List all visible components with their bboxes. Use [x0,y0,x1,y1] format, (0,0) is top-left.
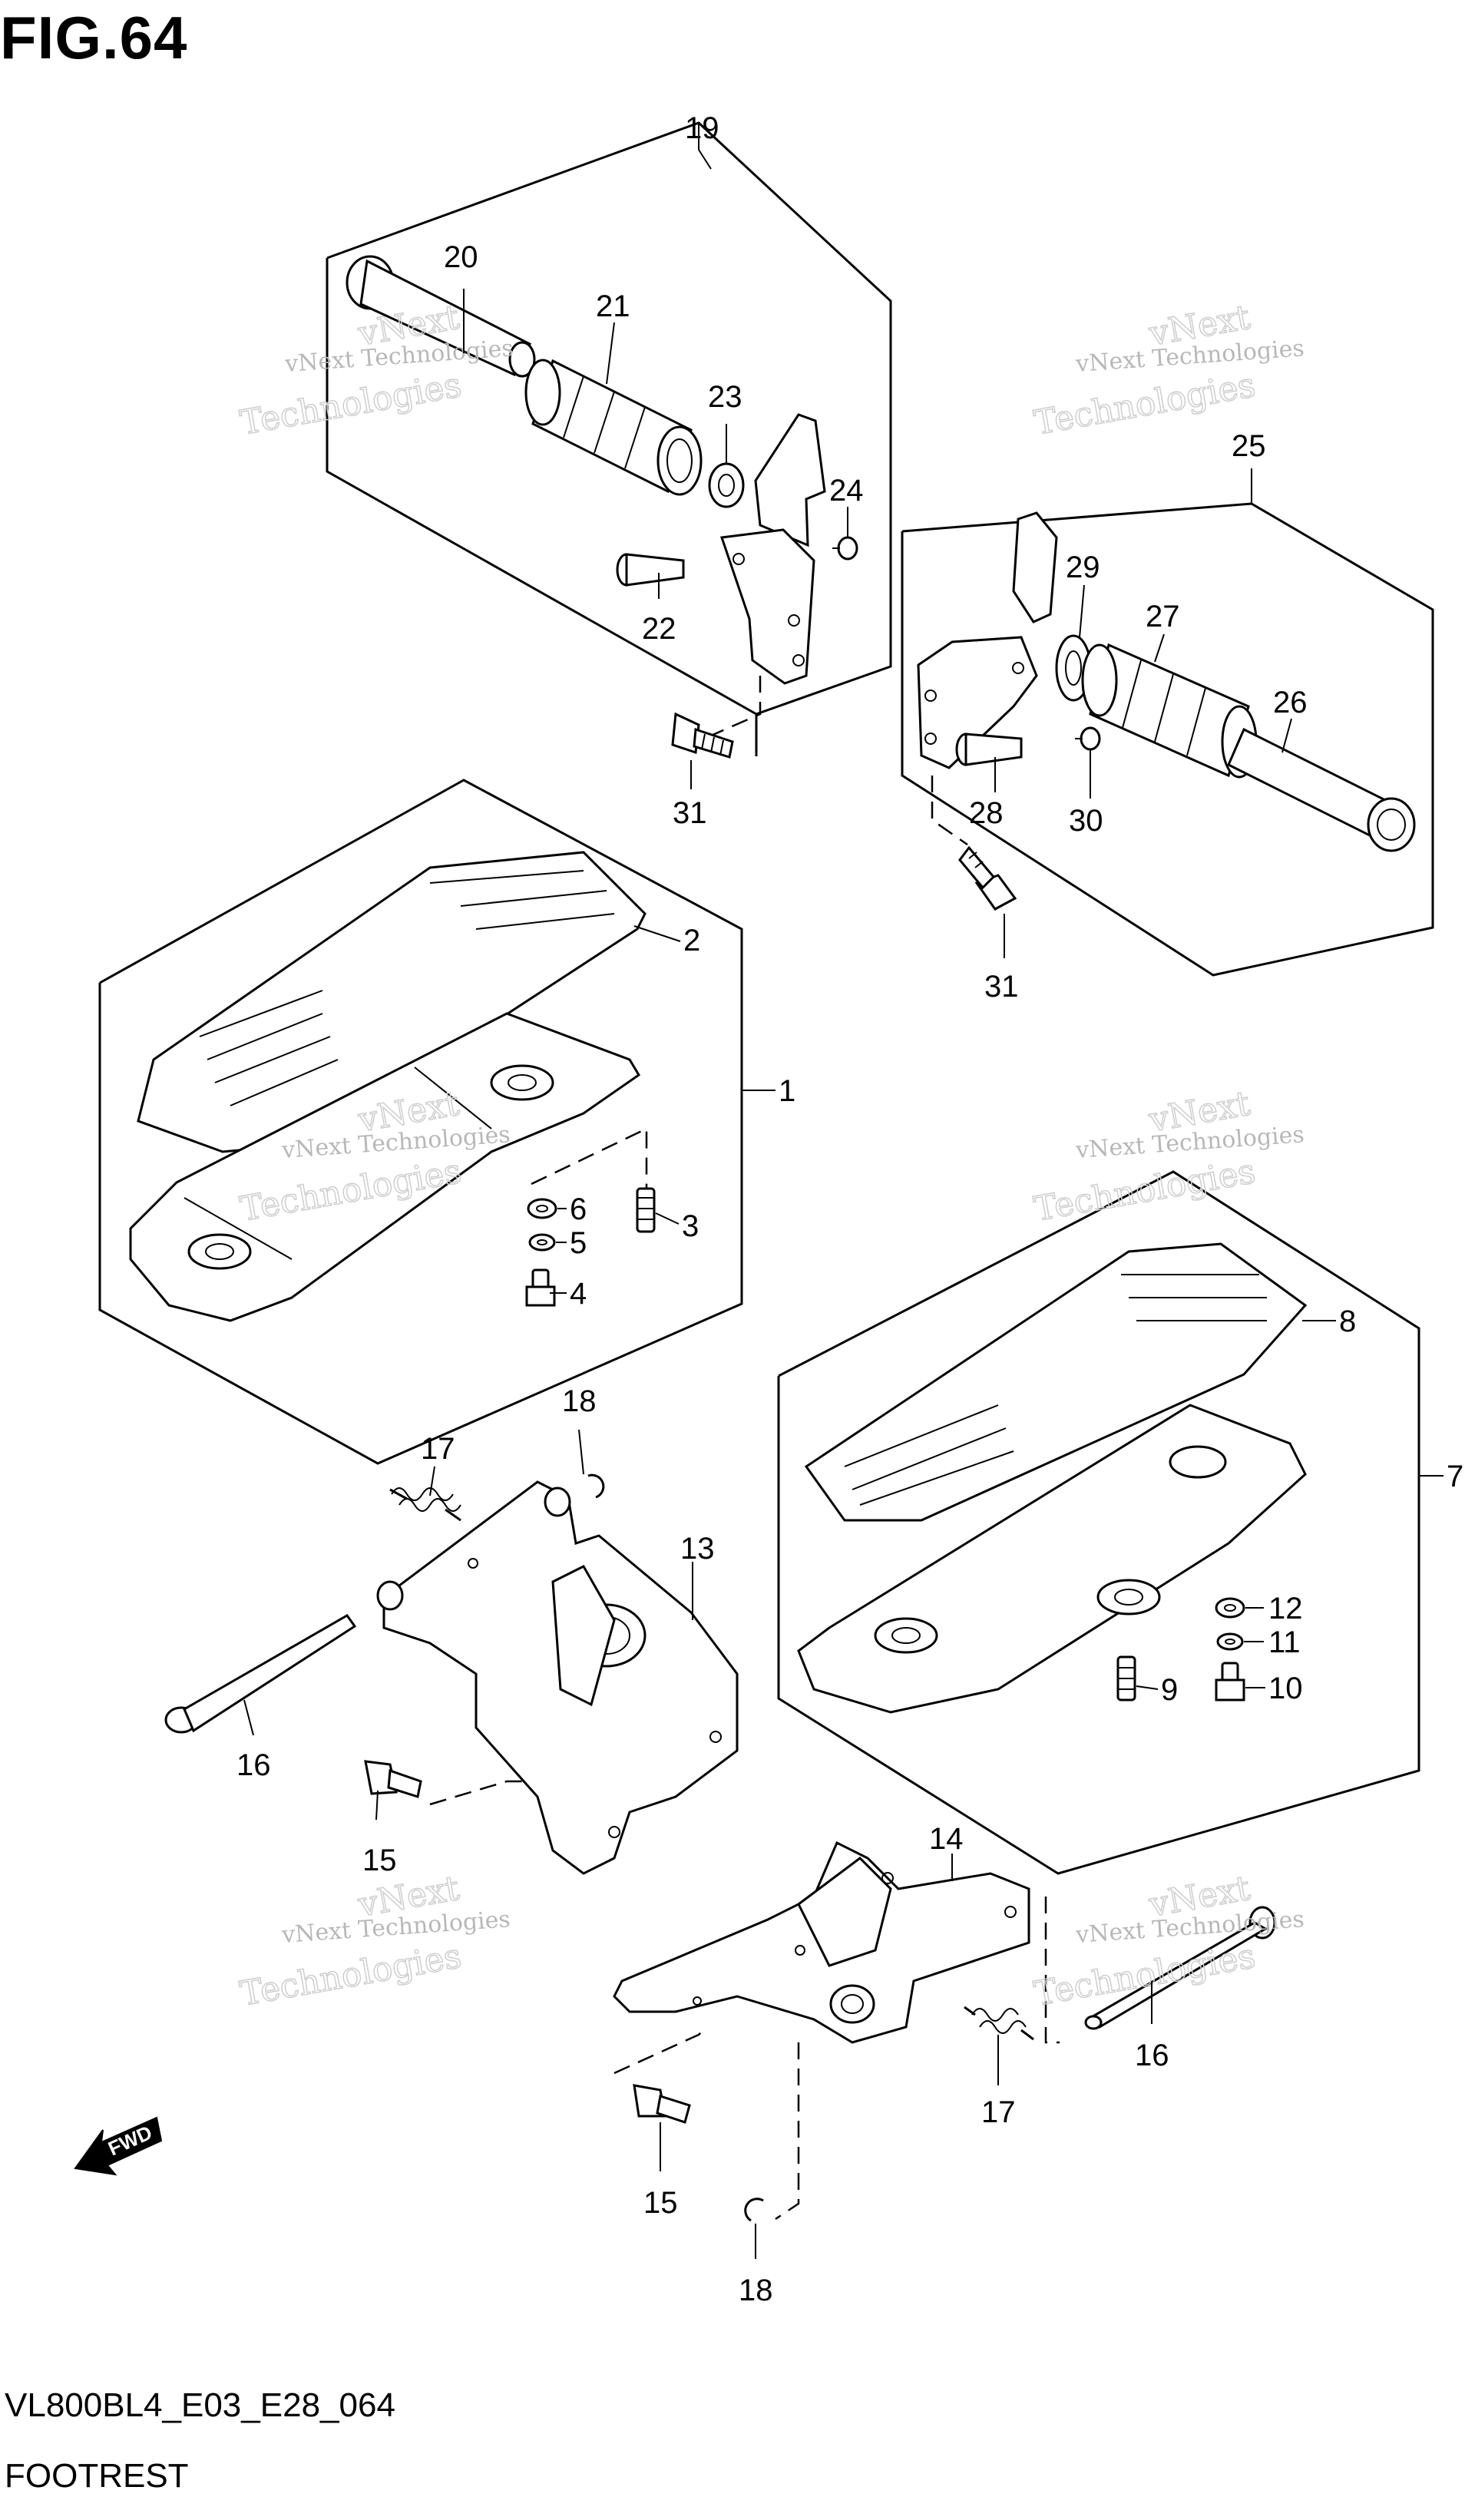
floorboard-plate [129,1012,641,1322]
nut-part-3 [636,1187,656,1233]
callout-24: 24 [829,474,864,508]
footpeg-bracket [719,413,826,685]
section-name: FOOTREST [5,2457,189,2495]
callout-14: 14 [929,1822,964,1856]
footpeg-shaft-part-20 [346,255,536,378]
group-7-right-floorboard [777,1170,1444,1875]
floorboard-plate-right [797,1404,1307,1714]
group-19-left-peg-assembly [326,121,892,759]
callout-17-right: 17 [981,2095,1016,2129]
e-clip-part-18-left [587,1473,605,1499]
group-1-frame [98,779,743,1465]
group-1-left-floorboard [98,779,775,1465]
figure-title: FIG.64 [0,4,188,71]
watermark-outline-text: Technologies [237,1936,465,2014]
callout-27: 27 [1146,600,1180,633]
callout-17-left: 17 [421,1432,455,1466]
callout-30: 30 [1069,804,1103,838]
pivot-bolt-part-16-left [164,1614,357,1734]
watermark-2: vNext Technologies Technologies vNext [1030,297,1305,444]
callout-21: 21 [596,289,630,323]
footpeg-bracket-right [917,511,1058,769]
pivot-bolt-part-16-right [1084,1906,1276,2030]
watermark-outline-text: Technologies [1031,1936,1258,2014]
callout-19: 19 [685,111,719,145]
spring-part-17-left [389,1487,461,1522]
callout-9: 9 [1161,1673,1178,1707]
callout-1: 1 [779,1074,795,1108]
callout-15-right: 15 [643,2186,678,2220]
callout-2: 2 [683,924,700,957]
callout-28: 28 [969,796,1004,830]
callout-3: 3 [682,1209,699,1243]
watermark-6: vNext Technologies Technologies vNext [1030,1868,1305,2015]
callout-29: 29 [1066,551,1100,584]
group-7-frame [777,1170,1420,1875]
bolt-part-10 [1215,1662,1245,1701]
callout-22: 22 [642,612,676,646]
floorboard-rubber-part-8 [804,1242,1308,1522]
callout-26: 26 [1273,686,1308,719]
callout-25: 25 [1232,429,1266,463]
nut-part-9 [1116,1655,1136,1701]
cotter-pin-part-24 [832,536,858,561]
callout-4: 4 [570,1277,587,1311]
callout-6: 6 [570,1192,587,1226]
callout-18-left: 18 [562,1384,597,1418]
footpeg-shaft-part-26 [1227,727,1416,852]
callout-7: 7 [1447,1460,1463,1493]
watermark-4: vNext Technologies Technologies vNext [1030,1083,1305,1230]
cotter-pin-part-30 [1075,726,1101,751]
bolt-part-15-left [364,1760,422,1798]
bolt-part-4 [525,1268,556,1307]
watermark-5: vNext Technologies Technologies vNext [236,1868,511,2015]
watermark-outline-text: Technologies [1031,365,1258,443]
callout-numbers: 1 2 3 4 5 6 7 8 9 10 11 12 13 14 15 15 1… [236,111,1463,2307]
watermark-outline-text: Technologies [1031,1152,1258,1229]
callout-15-left: 15 [362,1844,397,1877]
washer-part-12 [1215,1597,1245,1619]
model-code: VL800BL4_E03_E28_064 [5,2386,395,2424]
callout-31-upper: 31 [673,796,707,830]
callout-10: 10 [1268,1672,1303,1705]
callout-8: 8 [1339,1305,1356,1338]
leader-lines [243,289,1336,2259]
footpeg-rubber-part-27 [1081,643,1258,779]
washer-part-6 [527,1198,557,1219]
washer-part-11 [1216,1632,1244,1651]
right-footrest-bracket-part-14 [613,1840,1030,2044]
bolt-part-15-right [633,2084,691,2124]
watermark-outline-text: Technologies [237,365,465,443]
callout-20: 20 [444,240,478,274]
floorboard-rubber-part-2 [137,851,647,1153]
callout-31-lower: 31 [984,970,1019,1004]
bolt-part-31-lower [958,845,1017,911]
spring-part-17-right [964,2006,1034,2041]
clevis-pin-part-28 [955,733,1023,766]
callout-13: 13 [680,1532,715,1566]
clevis-pin-part-22 [616,553,685,587]
group-25-right-peg-assembly [901,468,1434,977]
callout-5: 5 [570,1226,587,1260]
footpeg-rubber-part-21 [524,359,703,496]
callout-16-left: 16 [236,1748,271,1782]
left-footrest-bracket-part-13 [376,1480,739,1875]
washer-part-23 [708,462,745,508]
bolt-part-31-upper [671,712,734,759]
callout-12: 12 [1268,1592,1303,1625]
callout-18-right: 18 [739,2274,773,2307]
washer-part-5 [528,1233,556,1252]
e-clip-part-18-right [744,2198,764,2222]
callout-23: 23 [708,380,742,414]
callout-11: 11 [1268,1625,1301,1659]
fwd-direction-arrow: FWD [74,2116,163,2176]
callout-16-right: 16 [1135,2039,1169,2072]
